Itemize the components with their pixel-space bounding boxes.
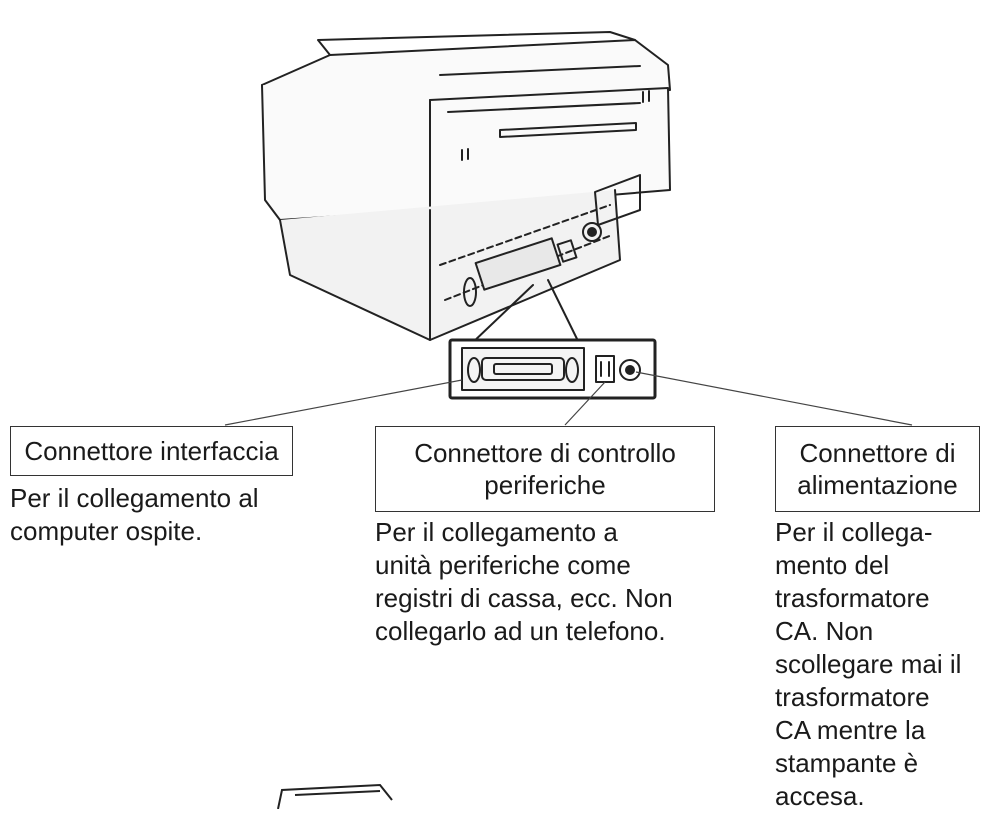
power-port — [619, 359, 641, 381]
power-connector-label: Connettore di alimentazione — [775, 426, 980, 512]
printer-body — [261, 31, 671, 346]
peripheral-connector-label: Connettore di controllo periferiche — [375, 426, 715, 512]
interface-connector-label: Connettore interfaccia — [10, 426, 293, 476]
connector-panel-closeup — [448, 338, 657, 400]
power-connector-description: Per il collega- mento del trasformatore … — [775, 517, 962, 811]
peripheral-connector-description: Per il collegamento a unità periferiche … — [375, 517, 673, 646]
leader-lines — [224, 371, 913, 426]
second-printer-edge — [277, 783, 393, 809]
interface-connector-description: Per il collegamento al computer ospite. — [10, 483, 259, 546]
